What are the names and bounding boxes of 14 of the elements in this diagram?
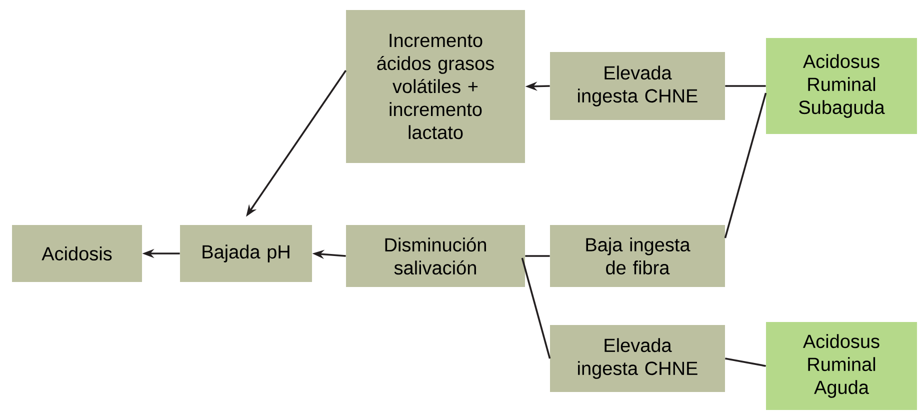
connector-line bbox=[521, 258, 551, 359]
condition-box: Acidosus Ruminal Aguda bbox=[766, 322, 917, 410]
process-box: Baja ingesta de fibra bbox=[550, 225, 725, 287]
process-box: Acidosis bbox=[12, 225, 142, 282]
connector-line bbox=[525, 255, 550, 257]
process-box: Bajada pH bbox=[180, 225, 312, 282]
condition-box: Acidosus Ruminal Subaguda bbox=[766, 38, 917, 134]
connector-line bbox=[725, 358, 766, 367]
process-box: Elevada ingesta CHNE bbox=[550, 52, 725, 120]
process-box: Elevada ingesta CHNE bbox=[550, 325, 725, 392]
connector-line bbox=[724, 92, 767, 238]
connector-line bbox=[725, 85, 766, 87]
process-box: Disminución salivación bbox=[346, 225, 525, 287]
process-box: Incremento ácidos grasos volátiles + incremento lactato bbox=[346, 10, 525, 163]
